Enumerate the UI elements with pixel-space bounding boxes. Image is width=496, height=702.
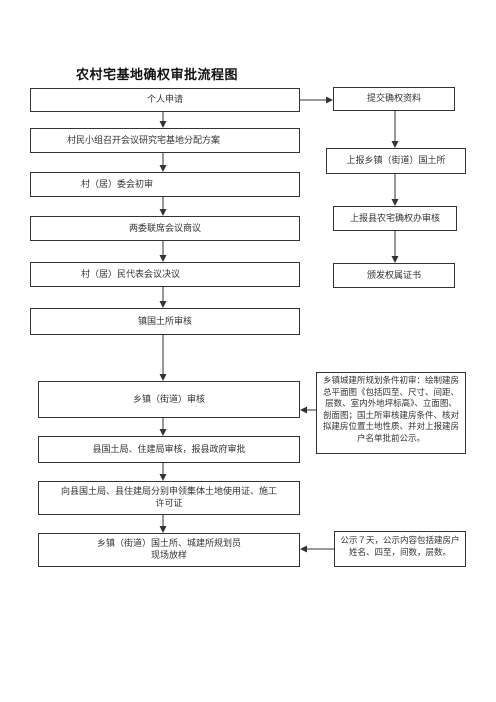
step-label: 提交确权资料 (366, 94, 421, 104)
note-text: 乡镇城建所规划条件初审：绘制建房总平面图《包括四至、尺寸、间距、层数、室内外地坪… (322, 376, 459, 444)
page-title: 农村宅基地确权审批流程图 (76, 68, 239, 83)
step-label: 村（居）委会初审 (81, 179, 154, 190)
step-submit-materials: 提交确权资料 (333, 87, 455, 111)
step-county-approval: 县国土局、住建局审核，报县政府审批 (38, 436, 300, 463)
step-joint-committee-meeting: 两委联席会议商议 (30, 216, 300, 241)
step-label: 上报县农宅确权办审核 (349, 213, 440, 224)
step-label: 颁发权属证书 (366, 270, 421, 281)
step-label: 乡镇（街道）国土所、城建所规划员 现场放样 (96, 539, 241, 561)
step-label: 两委联席会议商议 (128, 223, 201, 234)
step-label: 县国土局、住建局审核，报县政府审批 (92, 444, 246, 455)
step-issue-certificate: 颁发权属证书 (333, 263, 455, 288)
planning-review-note: 乡镇城建所规划条件初审：绘制建房总平面图《包括四至、尺寸、间距、层数、室内外地坪… (316, 372, 466, 454)
step-report-county-office: 上报县农宅确权办审核 (333, 206, 457, 231)
step-representatives-resolution: 村（居）民代表会议决议 (30, 262, 300, 287)
step-site-layout: 乡镇（街道）国土所、城建所规划员 现场放样 (38, 533, 300, 567)
step-town-land-office-review: 镇国土所审核 (30, 308, 300, 335)
step-villager-group-meeting: 村民小组召开会议研究宅基地分配方案 (30, 128, 300, 153)
step-label: 村民小组召开会议研究宅基地分配方案 (67, 135, 221, 146)
step-label: 个人申请 (146, 95, 183, 105)
step-village-committee-review: 村（居）委会初审 (30, 172, 300, 197)
step-township-review: 乡镇（街道）审核 (38, 381, 300, 418)
note-text: 公示７天，公示内容包括建房户姓名、四至，间数，层数。 (340, 536, 460, 558)
step-label: 村（居）民代表会议决议 (81, 269, 181, 280)
step-label: 向县国土局、县住建局分别申领集体土地使用证、施工 许可证 (60, 487, 277, 509)
step-apply-certificates: 向县国土局、县住建局分别申领集体土地使用证、施工 许可证 (38, 481, 300, 515)
step-personal-application: 个人申请 (30, 88, 300, 112)
step-label: 乡镇（街道）审核 (132, 394, 205, 405)
step-report-township-land-office: 上报乡镇（街道）国土所 (326, 148, 466, 174)
publicity-note: 公示７天，公示内容包括建房户姓名、四至，间数，层数。 (334, 531, 466, 567)
step-label: 上报乡镇（街道）国土所 (346, 156, 446, 166)
step-label: 镇国土所审核 (137, 316, 192, 327)
